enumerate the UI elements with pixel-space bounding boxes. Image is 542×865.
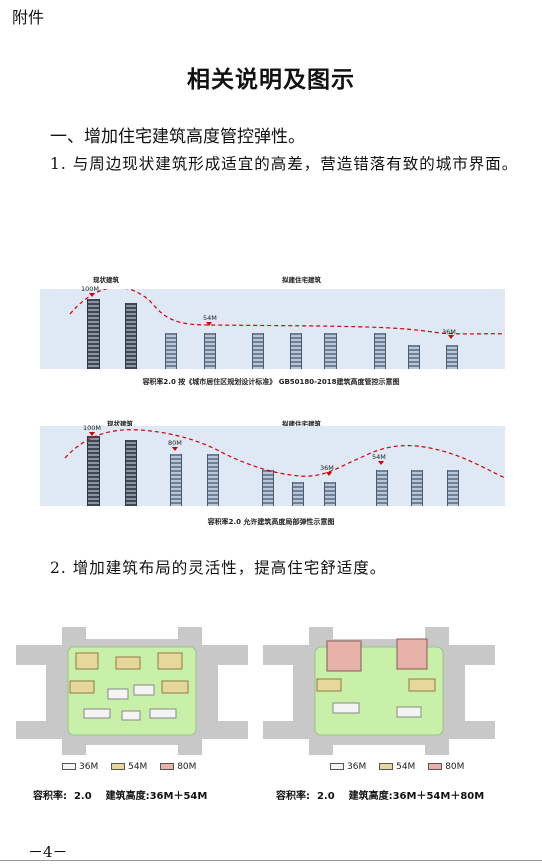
site-plan-drawing — [16, 627, 248, 755]
height-marker — [378, 461, 384, 465]
height-label-36: 36M — [320, 464, 334, 472]
height-marker — [448, 335, 454, 339]
height-label-100: 100M — [83, 424, 102, 432]
legend-item-36: 36M — [62, 762, 98, 772]
legend-item-54: 54M — [111, 762, 147, 772]
site-plan-drawing — [263, 627, 495, 755]
label-existing-buildings: 现状建筑 — [93, 276, 119, 284]
height-marker — [206, 322, 212, 326]
height-label-36: 36M — [442, 328, 456, 336]
legend-1: 36M 54M 80M — [62, 762, 206, 772]
height-curve — [64, 429, 505, 479]
legend-2: 36M 54M 80M — [330, 762, 474, 772]
building — [324, 482, 336, 506]
building — [87, 436, 100, 506]
height-diagram-standard: 100M 54M 36M — [40, 285, 505, 369]
building — [204, 333, 216, 369]
height-label-54: 54M — [372, 453, 386, 461]
height-label-54: 54M — [203, 314, 217, 322]
building — [125, 440, 137, 506]
building — [324, 333, 337, 369]
building — [87, 299, 100, 369]
building — [207, 454, 219, 506]
swatch-54 — [111, 763, 126, 770]
building — [374, 333, 386, 369]
page-title: 相关说明及图示 — [187, 67, 355, 93]
diagram-caption-1: 容积率2.0 按《城市居住区规划设计标准》 GB50180-2018建筑高度管控… — [142, 378, 400, 386]
building — [165, 333, 177, 369]
building — [292, 482, 304, 506]
building — [262, 470, 274, 506]
building — [376, 470, 388, 506]
height-curve — [69, 289, 505, 335]
section-heading: 一、增加住宅建筑高度管控弹性。 — [50, 127, 305, 147]
swatch-80 — [428, 763, 443, 770]
legend-item-54: 54M — [379, 762, 415, 772]
label-existing-buildings: 现状建筑 — [107, 420, 133, 428]
height-marker — [89, 293, 95, 297]
building — [411, 470, 423, 506]
swatch-36 — [62, 763, 76, 770]
paragraph-1: 1. 与周边现状建筑形成适宜的高差，营造错落有致的城市界面。 — [50, 155, 519, 173]
building — [408, 345, 420, 369]
height-marker — [326, 472, 332, 476]
building — [125, 303, 137, 369]
legend-item-36: 36M — [330, 762, 366, 772]
building — [252, 333, 264, 369]
legend-item-80: 80M — [428, 762, 464, 772]
page-number: －4－ — [28, 843, 68, 861]
legend-item-80: 80M — [160, 762, 196, 772]
height-marker — [172, 447, 178, 451]
swatch-54 — [379, 763, 394, 770]
swatch-80 — [160, 763, 175, 770]
height-label-100: 100M — [81, 285, 100, 293]
building — [290, 333, 302, 369]
height-marker — [89, 432, 95, 436]
site-plan-caption-1: 容积率: 2.0 建筑高度:36M＋54M — [33, 791, 208, 802]
height-label-80: 80M — [168, 439, 182, 447]
swatch-36 — [330, 763, 344, 770]
height-diagram-flexible: 100M 80M 36M 54M — [40, 424, 505, 506]
diagram-caption-2: 容积率2.0 允许建筑高度局部弹性示意图 — [207, 518, 335, 526]
building — [446, 345, 458, 369]
label-proposed-buildings: 拟建住宅建筑 — [282, 420, 321, 428]
site-plan-caption-2: 容积率: 2.0 建筑高度:36M＋54M＋80M — [276, 791, 485, 802]
building — [170, 454, 182, 506]
paragraph-2: 2. 增加建筑布局的灵活性，提高住宅舒适度。 — [50, 559, 387, 577]
label-proposed-buildings: 拟建住宅建筑 — [282, 276, 321, 284]
site-plan-2 — [263, 627, 495, 755]
attachment-label: 附件 — [12, 8, 45, 27]
building — [447, 470, 459, 506]
footer-divider — [0, 860, 542, 861]
site-plan-1 — [16, 627, 248, 755]
